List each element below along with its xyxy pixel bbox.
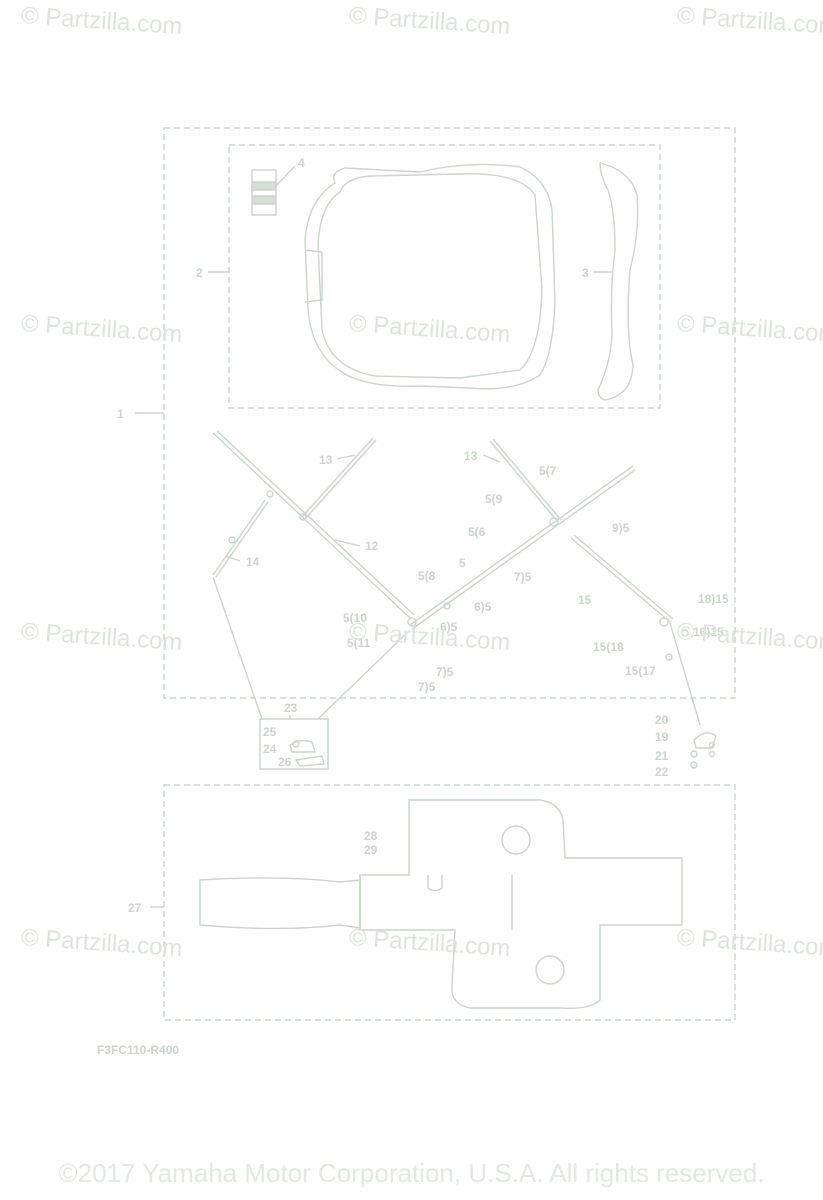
callout-6-5b: 6)5 [440,620,458,634]
callout-5-8: 5(8 [418,569,436,583]
callout-15-18: 15(18 [593,640,624,654]
callout-19: 19 [655,730,669,744]
callout-16-15: 16)15 [693,625,724,639]
callout-7-5b: 7)5 [436,665,454,679]
callout-15-17: 15(17 [625,664,656,678]
callout-7-5c: 7)5 [418,680,436,694]
callout-27: 27 [128,901,142,915]
callout-5-10: 5(10 [343,611,367,625]
callout-2: 2 [196,266,203,280]
callout-5-7: 5(7 [539,464,557,478]
callout-28: 28 [364,829,378,843]
callout-18-15: 18)15 [698,592,729,606]
callout-6-5a: 6)5 [474,600,492,614]
callout-29: 29 [364,843,378,857]
callout-7-5a: 7)5 [514,570,532,584]
diagram-code: F3FC110-R400 [97,1043,179,1057]
callout-13a: 13 [319,453,333,467]
part-27-mat [199,799,683,1010]
part-4-sticker [251,169,277,216]
copyright-notice: ©2017 Yamaha Motor Corporation, U.S.A. A… [58,1158,765,1188]
callout-13b: 13 [464,449,478,463]
bracket-kit-box [259,718,329,770]
part-3-panel [597,162,639,401]
callout-22: 22 [655,765,669,779]
mat-group-box [163,784,736,1021]
callout-24: 24 [263,742,277,756]
callout-5-9: 5(9 [485,492,503,506]
callout-23: 23 [284,701,298,715]
callout-12: 12 [365,539,379,553]
callout-5: 5 [459,556,466,570]
callout-15: 15 [578,593,592,607]
callout-9-5: 9)5 [612,521,630,535]
part-2-cover [304,163,556,390]
callout-21: 21 [655,749,669,763]
callout-26: 26 [278,755,292,769]
callout-3: 3 [582,266,589,280]
callout-25: 25 [263,725,277,739]
callout-5-6: 5(6 [468,525,486,539]
callout-4: 4 [298,156,305,170]
callout-5-11: 5(11 [347,636,371,650]
callout-20: 20 [655,713,669,727]
callout-14: 14 [246,555,260,569]
cover-group-box [228,144,661,409]
assembly-1-box [163,127,736,699]
callout-1: 1 [117,407,124,421]
